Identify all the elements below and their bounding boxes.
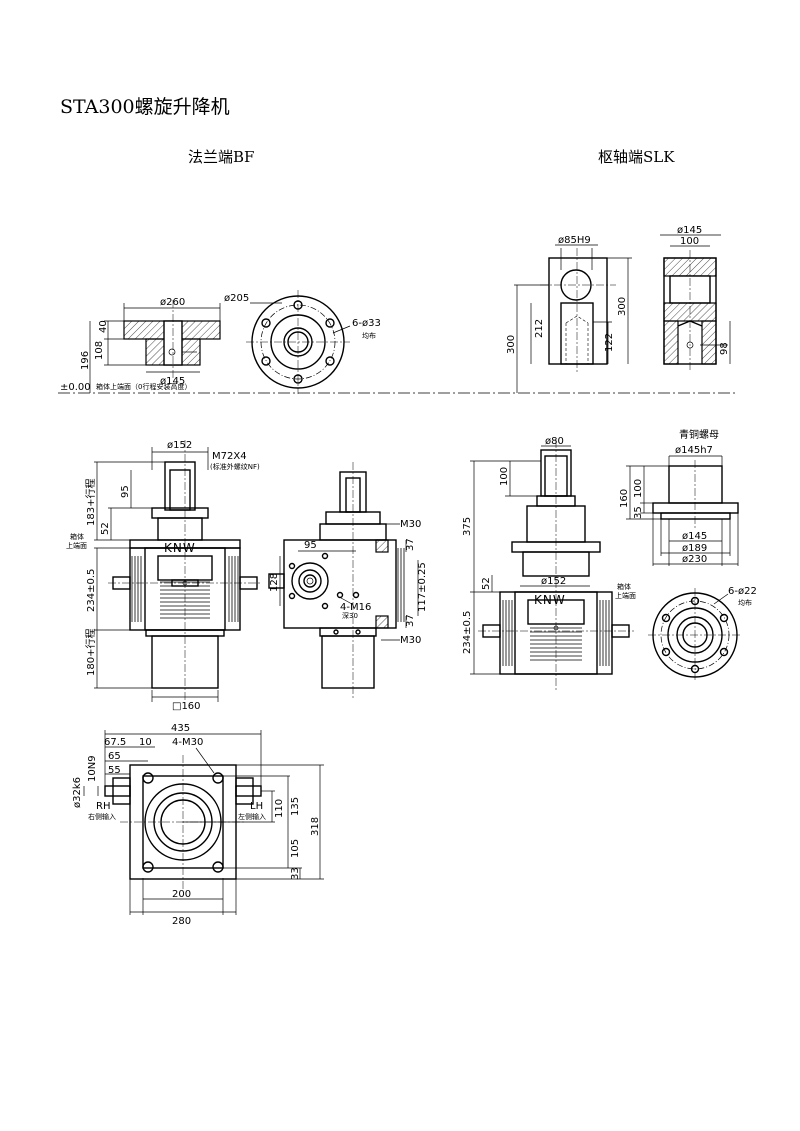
dim-slk-100: 100: [680, 236, 699, 247]
section-title-flange-end: 法兰端BF: [188, 148, 255, 166]
jack-front-view: ø152 M72X4 (标准外螺纹NF) KNW: [66, 440, 262, 712]
dim-tv-10: 10: [139, 737, 152, 748]
jack-side-view: M30 M30 37 37 117±0.25 95 128 4-M16 深30: [268, 462, 428, 700]
dim-tn-d152: ø152: [541, 576, 566, 587]
page-title: STA300螺旋升降机: [60, 96, 230, 118]
dim-bf-d205: ø205: [224, 293, 249, 304]
dim-sv-128: 128: [269, 573, 280, 592]
dim-bf-d260: ø260: [160, 297, 185, 308]
dim-tv-318: 318: [310, 817, 321, 836]
dim-bf-40: 40: [98, 320, 109, 333]
brand-logo-nut-view: KNW: [534, 593, 566, 607]
dim-tv-200: 200: [172, 889, 191, 900]
dim-tv-10n9: 10N9: [87, 755, 98, 782]
dim-tn-d80: ø80: [545, 436, 564, 447]
dim-tv-m30: 4-M30: [172, 737, 203, 748]
note-rh: 右侧输入: [88, 812, 116, 821]
dim-slk-d85: ø85H9: [558, 235, 591, 246]
dim-tn-52: 52: [481, 577, 492, 590]
dim-nut-160: 160: [619, 489, 630, 508]
dim-fv-52: 52: [100, 522, 111, 535]
dim-tv-280: 280: [172, 916, 191, 927]
dim-tv-d32: ø32k6: [72, 777, 83, 808]
dim-fv-thread: M72X4: [212, 451, 247, 462]
flange-end-section-view: ø260 ø145 40 108 196: [80, 297, 221, 393]
dim-tv-435: 435: [171, 723, 190, 734]
dim-sv-m30b: M30: [400, 635, 421, 646]
dim-sv-37a: 37: [405, 538, 416, 551]
dim-bf-196: 196: [80, 351, 91, 370]
label-lh: LH: [250, 801, 263, 812]
dim-bf-d145: ø145: [160, 376, 185, 387]
note-thread: (标准外螺纹NF): [210, 462, 260, 471]
dim-fv-sq160: □160: [172, 701, 201, 712]
dim-sv-m16: 4-M16: [340, 602, 371, 613]
dim-fv-d152: ø152: [167, 440, 192, 451]
note-box-face-a: 箱体: [70, 532, 84, 541]
travelling-nut-view: ø80 KNW ø152 箱体 上端面 37: [462, 436, 636, 690]
dim-tv-675: 67.5: [104, 737, 126, 748]
side-view-fins: [397, 548, 405, 622]
dim-tn-234: 234±0.5: [462, 611, 473, 654]
dim-slk-300: 300: [617, 297, 628, 316]
dim-bf-108: 108: [94, 341, 105, 360]
dim-tn-100: 100: [499, 467, 510, 486]
datum-note: 箱体上端面（0行程安装高度）: [96, 382, 191, 391]
dim-nut-d189: ø189: [682, 543, 707, 554]
dim-sv-m30a: M30: [400, 519, 421, 530]
dim-tv-55: 55: [108, 765, 121, 776]
datum-label: ±0.00: [60, 382, 91, 393]
datum-line: ±0.00 箱体上端面（0行程安装高度）: [58, 382, 735, 394]
dim-tv-65: 65: [108, 751, 121, 762]
label-rh: RH: [96, 801, 110, 812]
dim-nut-holes: 6-ø22: [728, 586, 757, 597]
dim-fv-95: 95: [120, 485, 131, 498]
dim-nut-100: 100: [633, 479, 644, 498]
section-title-pivot-end: 枢轴端SLK: [598, 148, 675, 166]
dim-bf-holes: 6-ø33: [352, 318, 381, 329]
dim-nut-35: 35: [633, 506, 644, 519]
dim-sv-117: 117±0.25: [417, 562, 428, 612]
dim-slk-212: 212: [534, 319, 545, 338]
dim-fv-183: 183+行程: [84, 479, 97, 526]
dim-tv-33: 33: [290, 867, 301, 880]
dim-fv-234: 234±0.5: [86, 569, 97, 612]
dim-sv-95: 95: [304, 540, 317, 551]
dim-nut-d145: ø145: [682, 531, 707, 542]
note-tapped-depth: 深30: [342, 611, 358, 620]
note-box-face-b: 上端面: [66, 541, 87, 550]
dim-fv-180: 180+行程: [84, 629, 97, 676]
bronze-nut-detail: 青铜螺母 ø145h7 160 100 35 ø145 ø189 ø230: [619, 428, 739, 566]
dim-slk-122: 122: [604, 333, 615, 352]
jack-top-view: 435 67.5 10 4-M30 65 55 10N9 ø32k6 RH 右侧…: [72, 723, 324, 927]
dim-nut-d145h7: ø145h7: [675, 445, 713, 456]
dim-nut-d230: ø230: [682, 554, 707, 565]
dim-slk-d145: ø145: [677, 225, 702, 236]
brand-logo-front: KNW: [164, 541, 196, 555]
dim-tn-375: 375: [462, 517, 473, 536]
flange-end-top-view: ø205 6-ø33 均布: [224, 290, 381, 394]
dim-slk-300b: 300: [506, 335, 517, 354]
nut-view-fins: [502, 600, 610, 666]
pivot-end-front-view: ø85H9 212 300 300 122: [506, 235, 632, 393]
note-evenly-bf: 均布: [362, 331, 376, 340]
dim-slk-98: 98: [719, 342, 730, 355]
pivot-end-section-view: ø145 100 98: [660, 225, 731, 372]
bronze-nut-flange-top-view: 6-ø22 均布: [648, 586, 757, 682]
dim-tv-105: 105: [290, 839, 301, 858]
note-box-face-nut-a: 箱体: [617, 582, 631, 591]
note-bronze-nut: 青铜螺母: [679, 428, 719, 441]
note-lh: 左侧输入: [238, 812, 266, 821]
dim-tv-110: 110: [274, 799, 285, 818]
dim-sv-37b: 37: [405, 614, 416, 627]
dim-tv-135: 135: [290, 797, 301, 816]
note-box-face-nut-b: 上端面: [615, 591, 636, 600]
note-evenly-nut: 均布: [738, 598, 752, 607]
